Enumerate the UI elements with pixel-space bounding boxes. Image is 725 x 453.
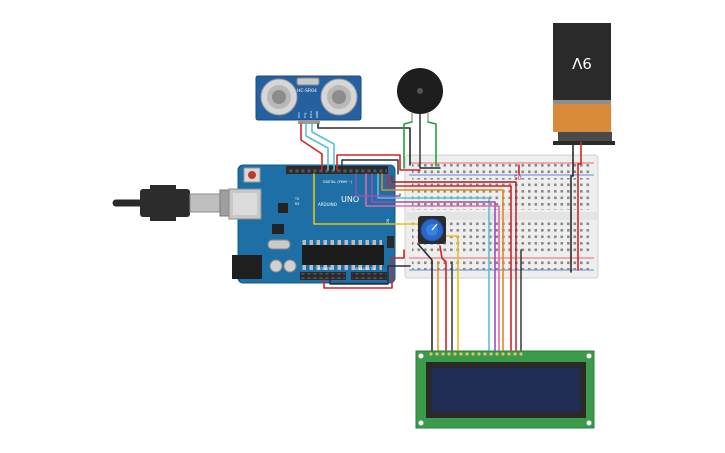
wire-arduino-red [336,154,421,171]
ultrasonic-pin-gnd: GND [315,110,319,118]
wire-ultrasonic-gnd [317,123,411,166]
breadboard-marker: 50 [514,175,522,182]
lcd-pin [501,352,505,356]
potentiometer[interactable] [418,216,446,244]
piezo-buzzer [397,68,443,122]
wire-pot-red [439,245,447,351]
wire-buzzer-b [427,121,437,167]
arduino-on-label: ON [386,218,390,224]
lcd-pin [447,352,451,356]
ultrasonic-pin-trig: Trig [303,113,307,119]
lcd-pin [429,352,433,356]
ultrasonic-sensor: HC-SR04 VCC Trig Echo GND [255,75,362,124]
lcd-pin [507,352,511,356]
wire-battery-pos [577,141,582,271]
wire-pot-yellow-lcd [444,235,459,351]
wire-pot-black [417,243,433,351]
usb-cable [112,185,241,221]
wire-buzzer-c [419,113,441,169]
lcd-pin [453,352,457,356]
lcd-pin [483,352,487,356]
wire-arduino-purple [355,173,401,197]
wire-lcd-pink [365,173,500,351]
lcd-pin [465,352,469,356]
wire-arduino-black [341,159,399,175]
lcd-pin [513,352,517,356]
wire-lcd-red [387,173,512,351]
wire-ultrasonic-vcc [300,123,323,171]
lcd-pin [519,352,523,356]
arduino-analog-label: ANALOG IN [355,267,375,271]
wires [300,113,582,351]
wire-lcd-orange [381,173,504,351]
lcd-pin [435,352,439,356]
wire-lcd-purple [371,173,496,351]
wire-pot-yellow [313,173,419,225]
ultrasonic-pin-vcc: VCC [297,112,301,118]
wire-buzzer-a [403,121,413,169]
arduino-brand: ARDUINO [318,202,337,207]
lcd-pin [477,352,481,356]
wire-arduino-bottom-red [323,249,405,289]
wire-lcd-cyan [377,173,490,351]
wire-battery-neg [570,141,574,273]
lcd-pin [489,352,493,356]
arduino-rx-label: RX [295,202,300,206]
arduino-power-label: POWER [318,267,332,271]
ultrasonic-label: HC-SR04 [297,88,317,94]
lcd-pin [471,352,475,356]
arduino-tx-label: TX [294,197,300,201]
wire-arduino-bottom-black [329,265,411,285]
lcd-pin [441,352,445,356]
lcd-pin [459,352,463,356]
wire-ultrasonic-echo [311,123,335,171]
wire-lcd-darkred [391,175,517,351]
ultrasonic-pin-echo: Echo [309,111,313,118]
lcd-pin [495,352,499,356]
arduino-digital-label: DIGITAL (PWM ~) [323,180,353,184]
battery-label: 9V [571,54,592,72]
wire-ultrasonic-trig [305,123,329,171]
lcd-16x2 [415,350,595,429]
battery-9v: 9V [553,23,615,145]
arduino-model: UNO [341,195,359,204]
